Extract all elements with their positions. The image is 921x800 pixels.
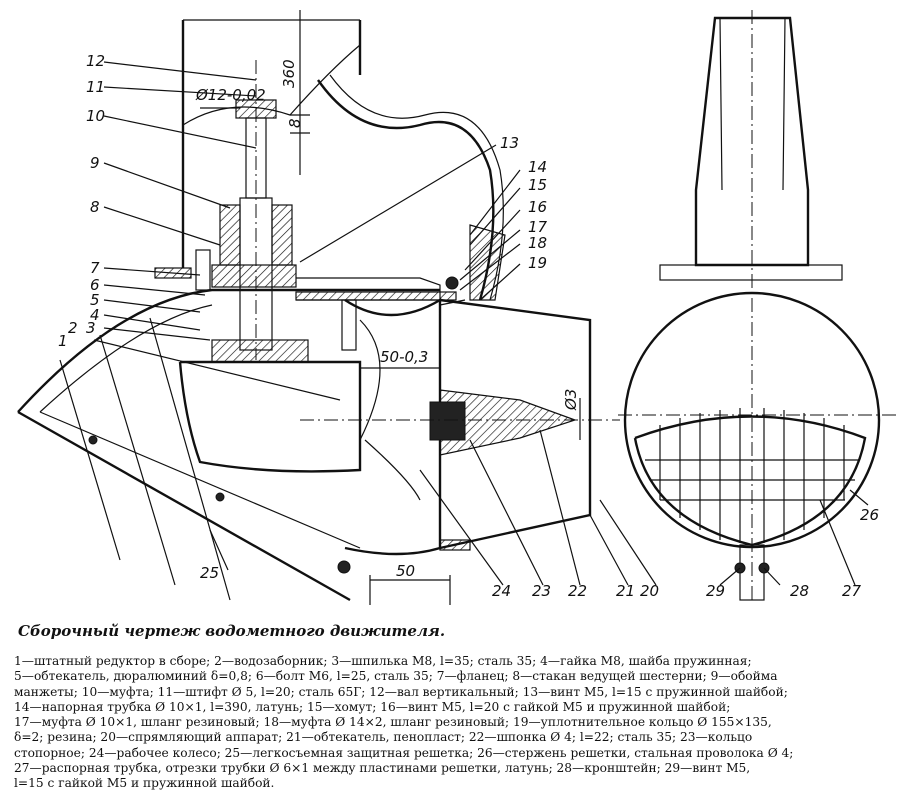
callout-4: 4	[90, 306, 100, 324]
callout-21: 21	[616, 582, 635, 600]
callout-23: 23	[532, 582, 551, 600]
callout-28: 28	[790, 582, 809, 600]
callout-8: 8	[90, 198, 100, 216]
callout-12: 12	[86, 52, 105, 70]
callout-10: 10	[86, 107, 105, 125]
section-view	[17, 10, 657, 605]
legend-line: δ=2; резина; 20—спрямляющий аппарат; 21—…	[14, 730, 753, 745]
callout-19: 19	[528, 254, 547, 272]
callout-24: 24	[492, 582, 511, 600]
dim-shaft-diameter: Ø12-0,02	[195, 86, 266, 104]
callout-6: 6	[90, 276, 100, 294]
callout-20: 20	[640, 582, 659, 600]
dim-8: 8	[286, 118, 304, 128]
legend-line: 14—напорная трубка Ø 10×1, l=390, латунь…	[14, 699, 731, 714]
dim-50-tolerance: 50-0,3	[380, 348, 428, 366]
callout-18: 18	[528, 234, 547, 252]
callout-26: 26	[860, 506, 879, 524]
callout-16: 16	[528, 198, 547, 216]
dim-50: 50	[396, 562, 415, 580]
callout-29: 29	[706, 582, 725, 600]
legend-line: манжеты; 10—муфта; 11—штифт Ø 5, l=20; с…	[14, 684, 788, 699]
callout-1: 1	[58, 332, 68, 350]
side-view	[618, 10, 900, 601]
callout-22: 22	[568, 582, 587, 600]
callout-17: 17	[528, 218, 548, 236]
legend-line: l=15 с гайкой М5 и пружинной шайбой.	[14, 776, 275, 791]
callout-14: 14	[528, 158, 547, 176]
parts-legend: 1—штатный редуктор в сборе; 2—водозаборн…	[14, 654, 907, 792]
callout-13: 13	[500, 134, 519, 152]
dim-d3: Ø3	[562, 389, 580, 411]
legend-line: 1—штатный редуктор в сборе; 2—водозаборн…	[14, 654, 752, 668]
callout-11: 11	[86, 78, 105, 96]
callout-7: 7	[90, 259, 100, 277]
dim-360: 360	[280, 59, 298, 88]
callout-5: 5	[90, 291, 100, 309]
legend-line: 27—распорная трубка, отрезки трубки Ø 6×…	[14, 761, 751, 776]
legend-line: 5—обтекатель, дюралюминий δ=0,8; 6—болт …	[14, 669, 778, 684]
legend-line: 17—муфта Ø 10×1, шланг резиновый; 18—муф…	[14, 715, 772, 730]
assembly-drawing: 12 11 10 9 8 7 6 5 4 2 3 1 13 14 15 16 1…	[17, 10, 900, 605]
legend-line: стопорное; 24—рабочее колесо; 25—легкосъ…	[14, 745, 794, 760]
callout-25: 25	[200, 564, 219, 582]
callout-labels: 12 11 10 9 8 7 6 5 4 2 3 1 13 14 15 16 1…	[58, 52, 879, 600]
callout-27: 27	[842, 582, 862, 600]
figure-caption: Сборочный чертеж водометного движителя.	[18, 622, 446, 640]
callout-3: 3	[86, 319, 96, 337]
callout-9: 9	[90, 154, 100, 172]
callout-2: 2	[68, 319, 78, 337]
dimension-labels: Ø12-0,02 360 8 50-0,3 Ø3 50	[195, 59, 580, 580]
callout-15: 15	[528, 176, 547, 194]
